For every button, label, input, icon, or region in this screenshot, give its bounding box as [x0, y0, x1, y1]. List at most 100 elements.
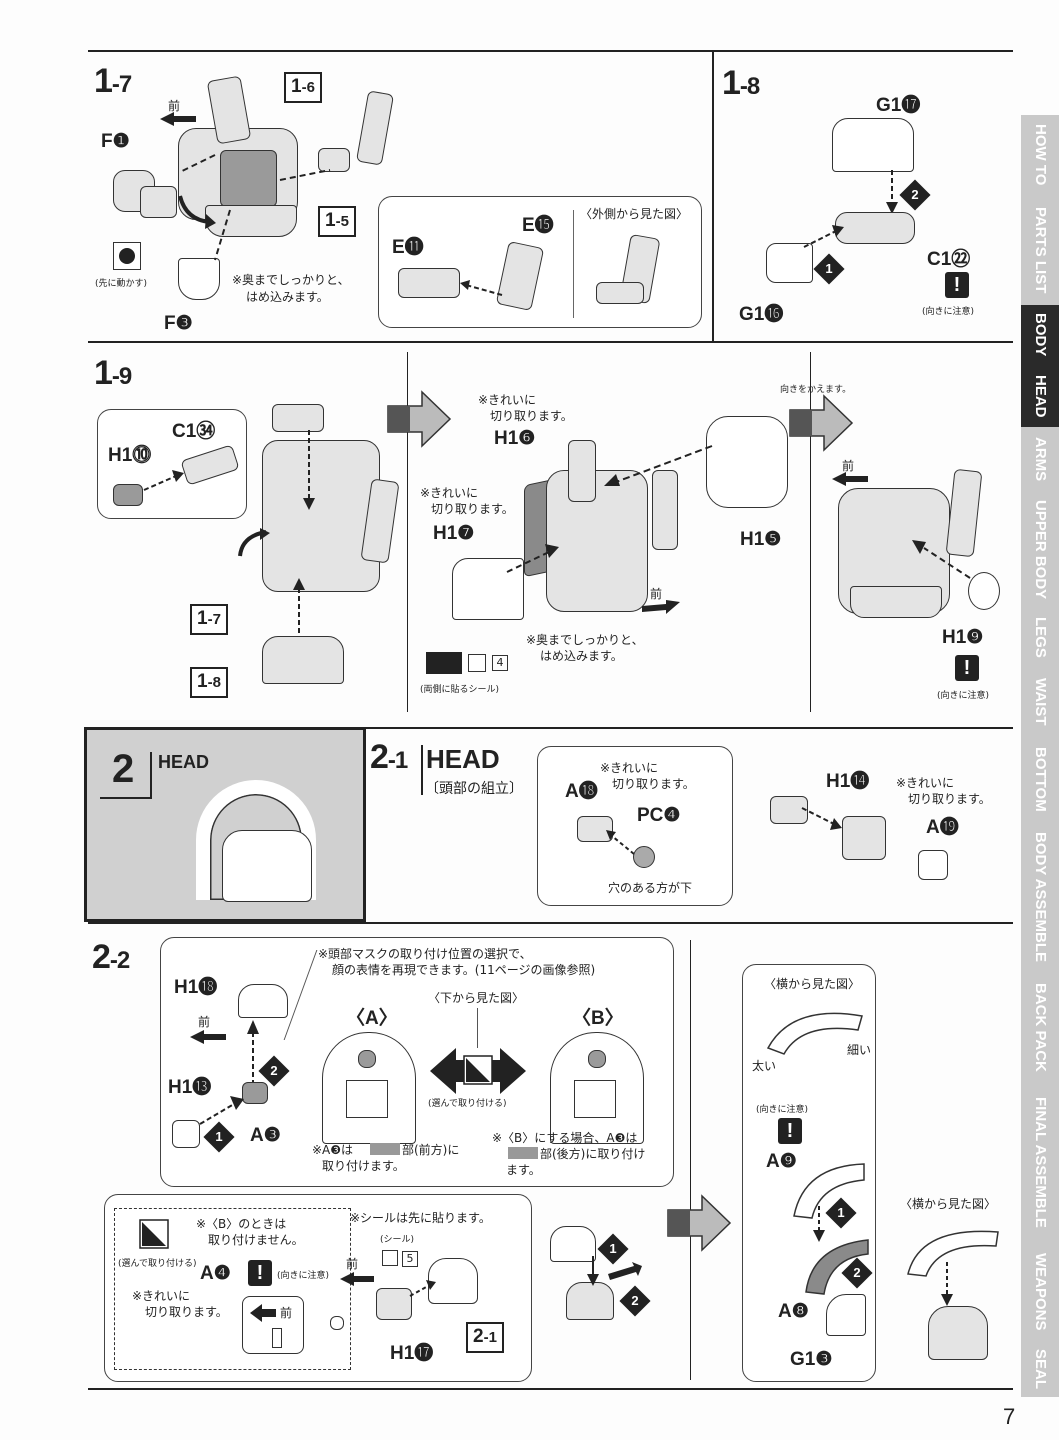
- step-subtitle: 〔頭部の組立〕: [425, 781, 523, 797]
- part-label-h5: H1❺: [740, 529, 782, 550]
- head-body-illustration: [222, 830, 312, 902]
- tab-weapons[interactable]: WEAPONS: [1021, 1242, 1059, 1344]
- h5-arrow: [604, 445, 713, 486]
- next-step-arrow-3: [667, 1194, 732, 1252]
- tab-final-assemble[interactable]: FINAL ASSEMBLE: [1021, 1082, 1059, 1244]
- front-label: 前: [168, 99, 181, 113]
- tab-body[interactable]: BODY: [1021, 305, 1059, 367]
- outside-view-base: [596, 282, 644, 304]
- part-h7-illustration: [452, 558, 524, 620]
- part-h17-illustration: [376, 1288, 412, 1320]
- push-in-note-3: ※奥までしっかりと、: [526, 633, 644, 647]
- step-number: 1-7: [94, 62, 132, 100]
- head-final-illustration: [928, 1306, 988, 1360]
- option-b-marker: [588, 1050, 606, 1068]
- part-label-h10: H1⓾: [108, 445, 152, 466]
- part-label-a9: A❾: [766, 1151, 797, 1172]
- tab-bottom[interactable]: BOTTOM: [1021, 737, 1059, 824]
- both-sides-seal-note: (両側に貼るシール): [420, 685, 500, 695]
- orientation-part-icon: [272, 1328, 282, 1348]
- seal-number-box: 5: [402, 1251, 418, 1267]
- front-label-2: 前: [280, 1306, 293, 1320]
- tab-back-pack[interactable]: BACK PACK: [1021, 972, 1059, 1084]
- thick-label: 太い: [752, 1059, 777, 1073]
- tab-body-assemble[interactable]: BODY ASSEMBLE: [1021, 822, 1059, 974]
- clean-cut-note-2: 切り取ります。: [490, 409, 573, 423]
- part-h13-illustration: [172, 1120, 200, 1148]
- divider-22: [690, 940, 691, 1380]
- part-g17-illustration: [832, 118, 914, 172]
- push-in-note-4: はめ込みます。: [540, 649, 623, 663]
- caution-icon: !: [945, 272, 969, 298]
- part-label-a8: A❽: [778, 1301, 809, 1322]
- part-label-g17: G1⓱: [876, 95, 921, 116]
- part-label-h14: H1⓮: [826, 771, 870, 792]
- step-title: HEAD: [426, 744, 500, 774]
- note-b-1: ※〈B〉にする場合、A❸は: [492, 1131, 638, 1145]
- step-marker-1b: 1: [597, 1233, 629, 1265]
- caution-note-2: (向きに注意): [937, 691, 990, 701]
- front-arrow-icon: [160, 112, 196, 126]
- down-arrow-1: [587, 1256, 599, 1286]
- torso-lower-illustration: [205, 205, 297, 237]
- part-label-e11: E⓫: [392, 237, 424, 258]
- part-label-c34: C1㉞: [172, 421, 216, 442]
- caution-icon-2: !: [955, 655, 979, 681]
- part-label-h6: H1❻: [494, 428, 536, 449]
- push-in-note-1: ※奥までしっかりと、: [232, 273, 350, 287]
- bottom-view-pointer: [477, 1008, 478, 1048]
- rule-row3: [88, 922, 1013, 924]
- down-arrow-2: [886, 170, 898, 214]
- part-h9-illustration: [968, 572, 1000, 610]
- guide-dash-arrows: [179, 154, 331, 261]
- hole-down-note: 穴のある方が下: [608, 881, 693, 895]
- tab-seal[interactable]: SEAL: [1021, 1342, 1059, 1399]
- clean-cut-note-1: ※きれいに: [132, 1289, 191, 1303]
- part-h5-illustration: [706, 416, 788, 508]
- option-a-inner: [346, 1080, 388, 1118]
- detail-bubble-pc4: [537, 746, 733, 906]
- tab-parts-list[interactable]: PARTS LIST: [1021, 195, 1059, 307]
- down-arrow-1c: [813, 1206, 825, 1242]
- tab-arms[interactable]: ARMS: [1021, 427, 1059, 494]
- caution-note: (向きに注意): [277, 1271, 330, 1281]
- option-a-marker: [358, 1050, 376, 1068]
- divider-19-a: [407, 352, 408, 712]
- head-number: 2: [112, 747, 135, 791]
- part-label-h17: H1⓱: [390, 1343, 434, 1364]
- step-marker-1: 1: [813, 253, 845, 285]
- tab-head[interactable]: HEAD: [1021, 365, 1059, 429]
- tab-waist[interactable]: WAIST: [1021, 667, 1059, 739]
- rule-row2: [88, 727, 1013, 729]
- tab-legs[interactable]: LEGS: [1021, 607, 1059, 669]
- step-number: 1-9: [94, 354, 132, 392]
- ref-box-1-5: 1-5: [318, 206, 356, 237]
- step-marker-1: 1: [203, 1121, 235, 1153]
- part-h14-base-illustration: [770, 796, 808, 824]
- part-h18-illustration: [238, 984, 288, 1018]
- part-c34-top-illustration: [272, 404, 324, 432]
- h14-arrow: [801, 807, 842, 830]
- part-label-a19: A⓳: [926, 817, 959, 838]
- option-b-label: 〈B〉: [572, 1008, 624, 1029]
- tab-how-to[interactable]: HOW TO: [1021, 115, 1059, 197]
- front-arrow-icon: [190, 1030, 226, 1044]
- tab-upper-body[interactable]: UPPER BODY: [1021, 492, 1059, 609]
- note-b-2: 部(後方)に取り付け: [540, 1147, 646, 1161]
- note-a-1: ※A❸は: [312, 1143, 354, 1157]
- clean-cut-note-1: ※きれいに: [478, 393, 537, 407]
- note-a-2: 部(前方)に: [402, 1143, 460, 1157]
- h17-arrow: [409, 1280, 436, 1297]
- ref-box-2-1: 2-1: [466, 1322, 504, 1353]
- bubble-divider: [573, 210, 574, 318]
- base-rear-illustration: [850, 586, 942, 618]
- step-marker-2b: 2: [619, 1285, 651, 1317]
- clean-cut-note-4: 切り取ります。: [431, 502, 514, 516]
- push-in-note-2: はめ込みます。: [246, 290, 329, 304]
- clean-cut-note-4: 切り取ります。: [908, 792, 991, 806]
- visor-a8-illustration: [805, 1239, 869, 1295]
- part-f1b-illustration: [140, 186, 177, 218]
- part-label-a4: A❹: [200, 1263, 231, 1284]
- part-c22-illustration: [835, 212, 915, 244]
- torso-assembly-illustration: [262, 440, 380, 592]
